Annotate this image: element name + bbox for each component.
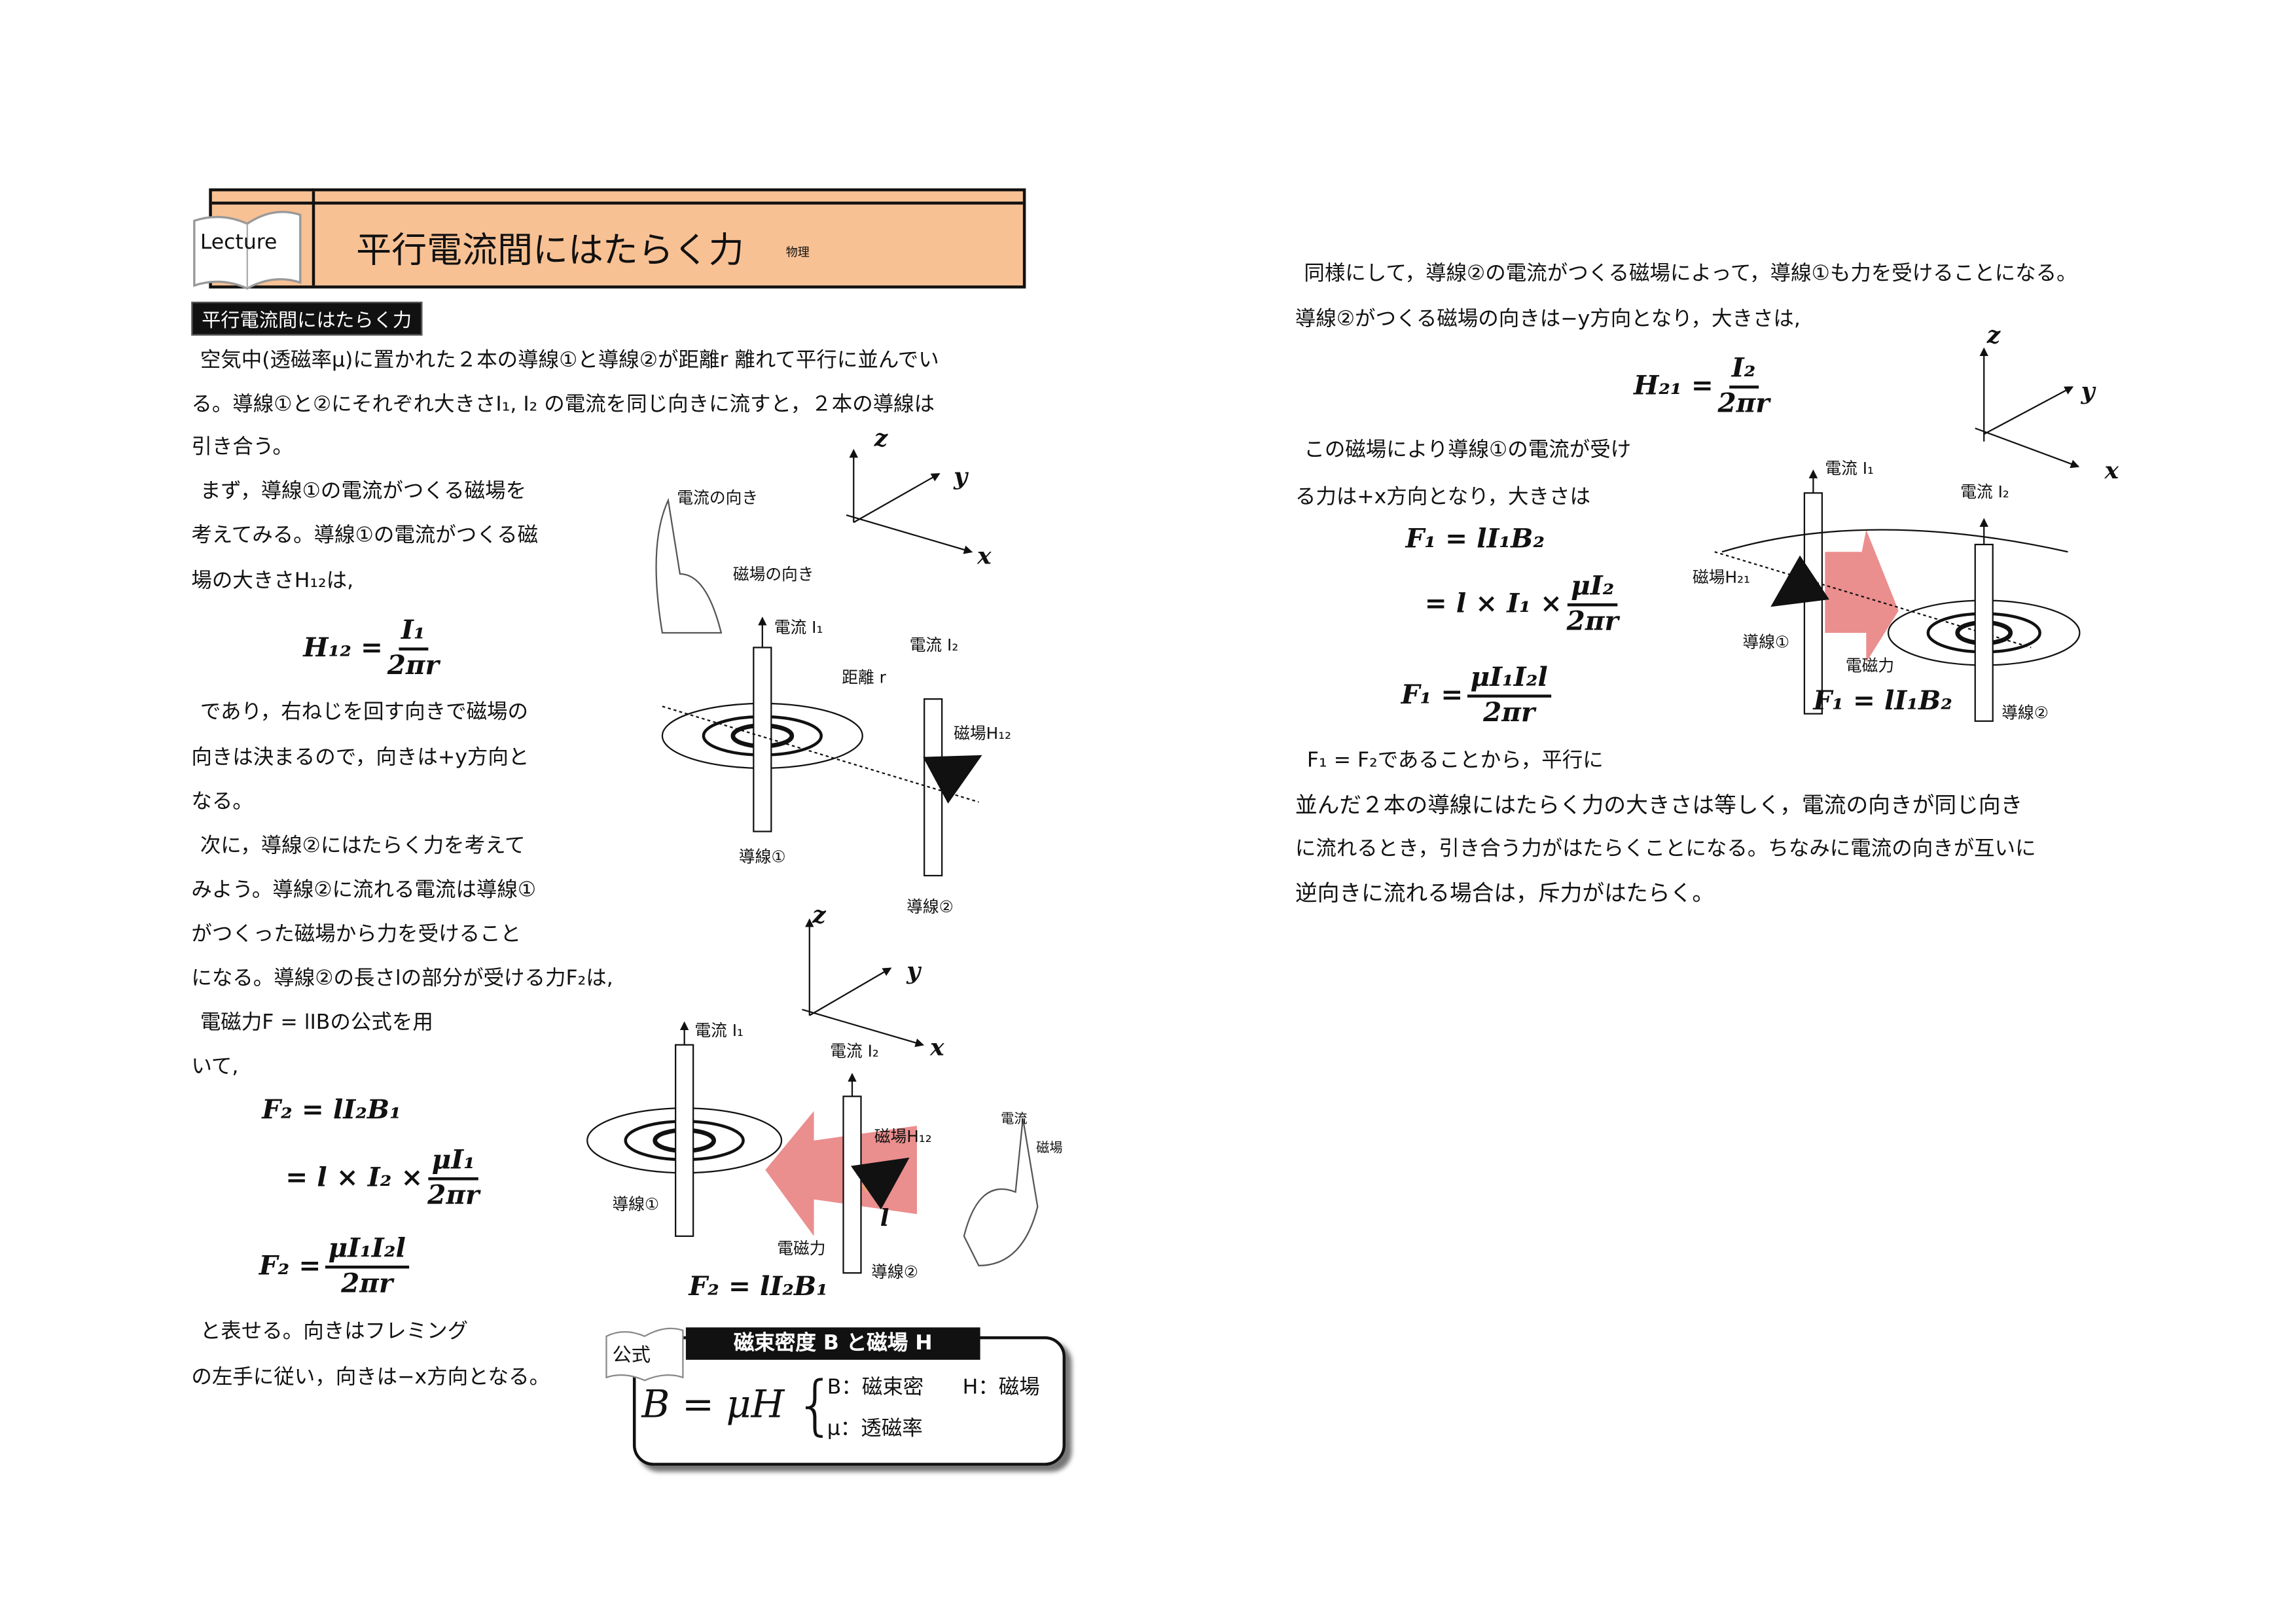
conclusion-line: 並んだ２本の導線にはたらく力の大きさは等しく，電流の向きが同じ向き: [1295, 791, 2023, 819]
paragraph-line: みよう。導線②に流れる電流は導線①: [191, 878, 537, 902]
axis-label-y: y: [2081, 376, 2095, 405]
wire-2: [924, 698, 943, 877]
axis-label-x: x: [930, 1033, 944, 1061]
paragraph-line: と表せる。向きはフレミング: [200, 1320, 469, 1344]
conclusion-line: に流れるとき，引き合う力がはたらくことになる。ちなみに電流の向きが互いに: [1295, 837, 2036, 861]
wire-1: [753, 647, 772, 832]
axis-label-x: x: [977, 541, 992, 570]
label-length: l: [880, 1204, 889, 1232]
right-hand-icon: [655, 497, 723, 634]
label-force: 電磁力: [1845, 656, 1895, 676]
label-hand-current: 電流: [1001, 1113, 1028, 1128]
label-current-i1: 電流 I₁: [694, 1021, 744, 1041]
left-hand-icon: [963, 1118, 1039, 1267]
formula-title: 磁束密度 B と磁場 H: [685, 1327, 980, 1360]
label-wire1: 導線①: [1742, 632, 1790, 652]
paragraph-line: 同様にして，導線②の電流がつくる磁場によって，導線①も力を受けることになる。: [1304, 262, 2077, 286]
label-field-h12: 磁場H₁₂: [954, 724, 1012, 743]
axis-label-z: z: [812, 901, 826, 929]
formula-book-icon: 公式: [603, 1325, 686, 1383]
definition-h: H：磁場: [962, 1376, 1040, 1400]
equation-f2-def: F₂ = lI₂B₁: [262, 1095, 401, 1126]
paragraph-line: 電磁力F = lIBの公式を用: [200, 1010, 433, 1035]
diagram-field-of-wire1: [655, 448, 982, 877]
x-axis: [846, 514, 973, 554]
formula-tag: 公式: [612, 1345, 651, 1368]
paragraph-line: がつくった磁場から力を受けること: [191, 922, 522, 946]
paragraph-line: る力は+x方向となり，大きさは: [1295, 486, 1591, 510]
diagram-equation-f2: F₂ = lI₂B₁: [689, 1271, 828, 1303]
label-field-direction: 磁場の向き: [732, 565, 814, 584]
lecture-badge: Lecture: [200, 231, 278, 255]
lecture-header: 平行電流間にはたらく力 物理: [209, 188, 1026, 289]
label-wire2: 導線②: [2001, 703, 2049, 723]
label-current-i1: 電流 I₁: [1825, 459, 1874, 478]
label-hand-field: 磁場: [1036, 1141, 1063, 1157]
label-field-h12: 磁場H₁₂: [874, 1127, 932, 1147]
label-distance: 距離 r: [842, 668, 886, 688]
label-wire2: 導線②: [871, 1262, 918, 1282]
brace: {: [795, 1368, 836, 1444]
page-title: 平行電流間にはたらく力: [356, 229, 744, 271]
conclusion-line: 逆向きに流れる場合は，斥力がはたらく。: [1295, 880, 1715, 907]
axis-label-z: z: [874, 423, 888, 452]
paragraph-line: 次に，導線②にはたらく力を考えて: [200, 834, 526, 858]
header-divider: [312, 191, 315, 286]
definition-mu: μ：透磁率: [827, 1417, 923, 1441]
paragraph-line: この磁場により導線①の電流が受け: [1304, 438, 1632, 463]
field-arrow: [923, 755, 982, 804]
label-current-direction: 電流の向き: [677, 488, 759, 508]
paragraph-line: なる。: [191, 790, 253, 814]
formula-equation: B = μH: [641, 1383, 785, 1428]
conclusion-line: F₁ = F₂であることから，平行に: [1306, 749, 1604, 773]
label-wire2: 導線②: [906, 897, 954, 917]
paragraph-line: であり，右ねじを回す向きで磁場の: [200, 700, 529, 724]
label-wire1: 導線①: [738, 847, 786, 867]
label-current-i1: 電流 I₁: [774, 618, 823, 637]
axis-label-z: z: [1986, 321, 2001, 349]
header-rule: [211, 202, 1023, 205]
section-label: 平行電流間にはたらく力: [191, 301, 422, 336]
paragraph-line: の左手に従い，向きは−x方向となる。: [191, 1365, 550, 1389]
axis-label-y: y: [906, 956, 921, 985]
definition-b: B：磁束密: [827, 1376, 924, 1400]
label-current-i2: 電流 I₂: [830, 1042, 879, 1061]
equation-f1-def: F₁ = lI₁B₂: [1405, 524, 1545, 555]
paragraph-line: 場の大きさH₁₂は,: [191, 569, 354, 594]
paragraph-line: 考えてみる。導線①の電流がつくる磁: [191, 524, 539, 548]
y-axis: [853, 473, 941, 524]
paragraph-line: 導線②がつくる磁場の向きは−y方向となり，大きさは,: [1295, 307, 1801, 331]
paragraph-line: 引き合う。: [191, 435, 293, 459]
lecture-book-icon: Lecture: [191, 206, 303, 291]
field-arrow: [1770, 555, 1830, 607]
axis-label-x: x: [2104, 456, 2119, 484]
diagram-force-on-wire1: [1714, 347, 2081, 722]
paragraph-line: 向きは決まるので，向きは+y方向と: [191, 746, 529, 770]
subject-label: 物理: [785, 245, 810, 259]
axis-label-y: y: [954, 462, 968, 490]
paragraph-line: まず，導線①の電流がつくる磁場を: [200, 480, 527, 504]
label-wire1: 導線①: [612, 1194, 660, 1215]
diagram-equation-f1: F₁ = lI₁B₂: [1813, 685, 1952, 717]
label-current-i2: 電流 I₂: [1960, 482, 2009, 502]
paragraph-line: る。導線①と②にそれぞれ大きさI₁, I₂ の電流を同じ向きに流すと，２本の導線…: [191, 393, 935, 417]
label-force: 電磁力: [777, 1239, 826, 1258]
label-field-h21: 磁場H₂₁: [1693, 567, 1750, 588]
label-current-i2: 電流 I₂: [909, 635, 959, 655]
paragraph-line: になる。導線②の長さlの部分が受ける力F₂は,: [191, 967, 613, 991]
diagram-force-on-wire2: [586, 918, 1039, 1274]
paragraph-line: 空気中(透磁率μ)に置かれた２本の導線①と導線②が距離r 離れて平行に並んでい: [200, 348, 939, 372]
paragraph-line: いて,: [191, 1055, 239, 1079]
